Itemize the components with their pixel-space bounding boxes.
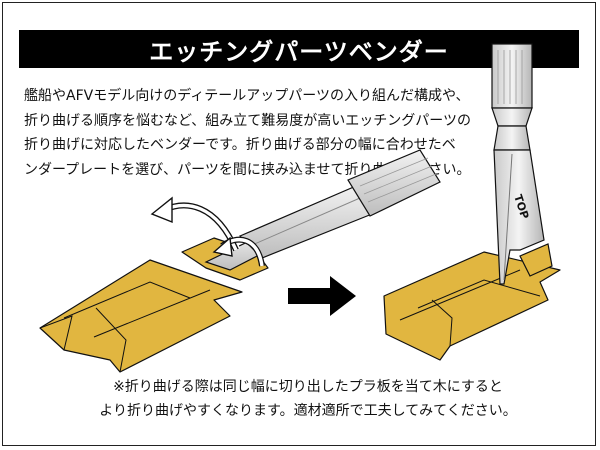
description-line: 艦船やAFVモデル向けのディテールアップパーツの入り組んだ構成や、 (24, 88, 470, 104)
description-line: ンダープレートを選び、パーツを間に挟み込ませて折り曲げて下さい。 (24, 161, 471, 178)
description: 艦船やAFVモデル向けのディテールアップパーツの入り組んだ構成や、 折り曲げる順… (24, 84, 484, 182)
curved-arrow-icon (150, 196, 241, 252)
curved-arrow-icon (212, 236, 265, 267)
description-line: 折り曲げに対応したベンダーです。折り曲げる部分の幅に合わせたベ (24, 137, 456, 153)
bender-tool-left (204, 149, 441, 271)
note-line: ※折り曲げる際は同じ幅に切り出したプラ板を当て木にすると (113, 379, 503, 395)
etched-part-right (383, 243, 561, 361)
description-line: 折り曲げる順序を悩むなど、組み立て難易度が高いエッチングパーツの (24, 112, 472, 129)
title-banner: エッチングパーツベンダー (19, 30, 579, 68)
bender-tool-right (491, 43, 545, 285)
right-arrow-icon (288, 276, 356, 316)
page-title: エッチングパーツベンダー (149, 37, 449, 66)
note-line: より折り曲げやすくなります。適材適所で工夫してみてください。 (99, 403, 517, 419)
